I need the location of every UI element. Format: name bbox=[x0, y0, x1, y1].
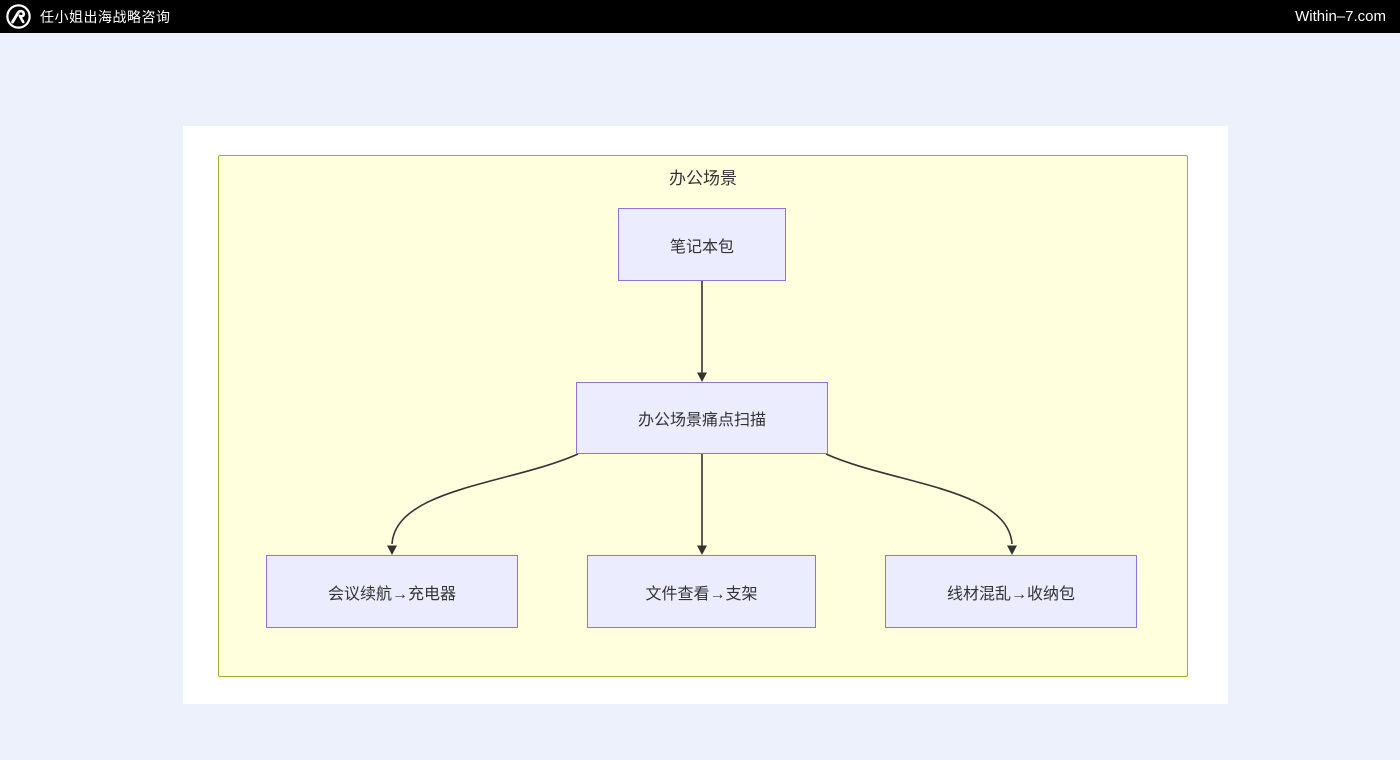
edge-scan-to-leaf3 bbox=[825, 453, 1013, 545]
arrowhead-leaf2 bbox=[697, 545, 707, 555]
diagram-card: 办公场景 笔记本包 办公场景痛点扫描 会议续航→充电器 文件查看→支架 线材混乱… bbox=[183, 126, 1228, 704]
edge-scan-to-leaf1 bbox=[391, 453, 579, 545]
site-domain: Within–7.com bbox=[1295, 8, 1386, 25]
brand[interactable]: 任小姐出海战略咨询 bbox=[5, 3, 171, 30]
arrowhead-scan bbox=[697, 372, 707, 382]
circle-peak-logo-icon bbox=[6, 4, 31, 29]
page-background: 办公场景 笔记本包 办公场景痛点扫描 会议续航→充电器 文件查看→支架 线材混乱… bbox=[0, 33, 1400, 760]
brand-title: 任小姐出海战略咨询 bbox=[40, 8, 171, 25]
node-painpoint-scan[interactable]: 办公场景痛点扫描 bbox=[576, 382, 828, 454]
arrowhead-leaf3 bbox=[1007, 545, 1017, 555]
subgraph-office-scene: 办公场景 笔记本包 办公场景痛点扫描 会议续航→充电器 文件查看→支架 线材混乱… bbox=[218, 155, 1188, 677]
arrowhead-leaf1 bbox=[387, 545, 397, 555]
node-file-stand[interactable]: 文件查看→支架 bbox=[587, 555, 816, 628]
node-cable-pouch[interactable]: 线材混乱→收纳包 bbox=[885, 555, 1137, 628]
node-meeting-charger[interactable]: 会议续航→充电器 bbox=[266, 555, 518, 628]
node-laptop-bag[interactable]: 笔记本包 bbox=[618, 208, 786, 281]
top-bar: 任小姐出海战略咨询 Within–7.com bbox=[0, 0, 1400, 33]
subgraph-title: 办公场景 bbox=[669, 169, 737, 188]
